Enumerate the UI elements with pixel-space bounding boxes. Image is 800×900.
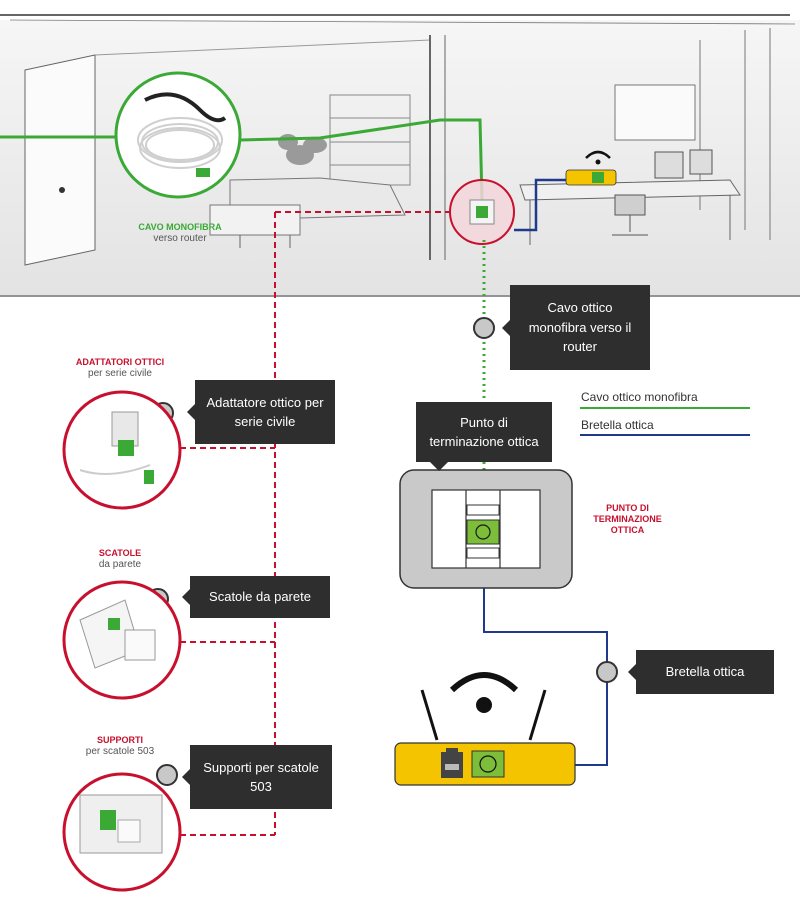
product-adapter-circle	[62, 390, 182, 510]
callout-adapter: Adattatore ottico per serie civile	[187, 380, 335, 444]
wifi-icon	[449, 672, 519, 713]
callout-patch-cord: Bretella ottica	[628, 650, 774, 694]
category-supports-sub: per scatole 503	[85, 746, 155, 758]
callout-termination-point: Punto di terminazione ottica	[416, 402, 552, 471]
category-adapters: ADATTATORI OTTICI per serie civile	[50, 357, 190, 381]
fiber-port-icon	[471, 750, 505, 778]
room-sketch	[0, 14, 800, 297]
ethernet-port-icon	[441, 748, 463, 778]
termination-label: PUNTO DI TERMINAZIONE OTTICA	[593, 503, 662, 535]
termination-panel	[399, 469, 573, 589]
category-boxes-sub: da parete	[98, 559, 142, 571]
callout-support: Supporti per scatole 503	[182, 745, 332, 809]
category-adapters-title: ADATTATORI OTTICI	[75, 357, 165, 367]
callout-fiber-to-router: Cavo ottico monofibra verso il router	[502, 285, 650, 370]
category-boxes-title: SCATOLE	[98, 548, 142, 558]
category-supports: SUPPORTI per scatole 503	[50, 735, 190, 759]
legend-fiber: Cavo ottico monofibra	[581, 390, 698, 404]
callout-wall-box: Scatole da parete	[182, 576, 330, 618]
legend-patch: Bretella ottica	[581, 418, 654, 432]
product-support-circle	[62, 772, 182, 892]
cable-label-title: CAVO MONOFIBRA	[138, 222, 222, 232]
category-boxes: SCATOLE da parete	[50, 548, 190, 572]
cable-label-sub: verso router	[153, 233, 207, 245]
category-supports-title: SUPPORTI	[96, 735, 143, 745]
product-box-circle	[62, 580, 182, 700]
cable-label: CAVO MONOFIBRA verso router	[110, 222, 250, 246]
category-adapters-sub: per serie civile	[88, 368, 152, 380]
router-device	[394, 672, 576, 786]
